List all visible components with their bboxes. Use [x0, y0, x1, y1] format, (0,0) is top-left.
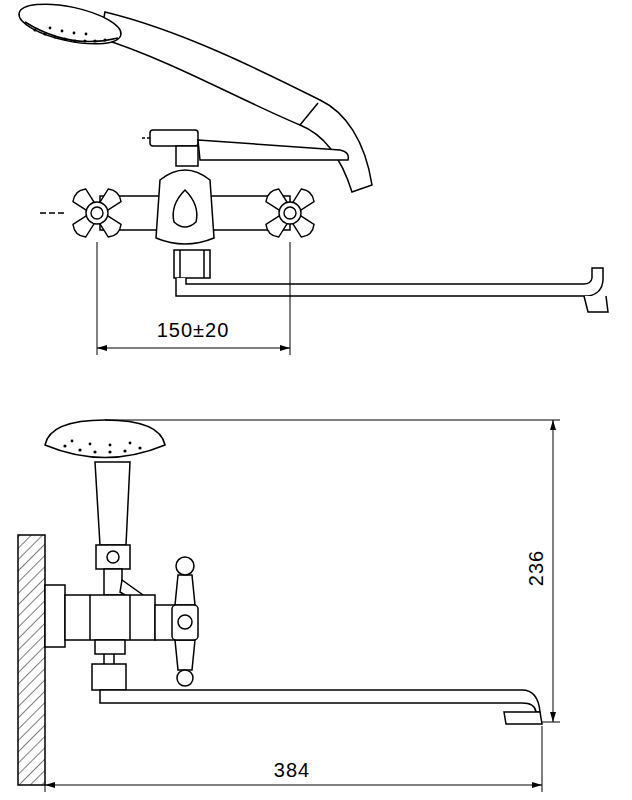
- spout-nut: [174, 250, 210, 278]
- dimension-label: 236: [525, 548, 547, 588]
- dimension-label: 150±20: [155, 319, 232, 341]
- side-view: [18, 420, 542, 785]
- diverter-lever: [198, 140, 348, 160]
- spout-nozzle: [504, 712, 542, 724]
- body-edge: [129, 595, 131, 640]
- shower-head: [45, 420, 165, 458]
- nut-link: [103, 654, 105, 664]
- shower-holder: [96, 545, 130, 569]
- handle-knob: [176, 557, 194, 575]
- handle-arm: [175, 575, 195, 605]
- shower-head-holes: [33, 27, 106, 43]
- front-view: [16, 0, 608, 312]
- dimension-384: [45, 726, 542, 792]
- spout-nozzle: [584, 296, 608, 312]
- body-neck: [95, 640, 125, 654]
- handle-arm: [175, 640, 195, 670]
- shower-handle: [100, 12, 372, 192]
- diverter-stem: [176, 146, 198, 166]
- nut-link: [113, 654, 115, 664]
- shower-holder: [150, 130, 198, 146]
- shower-handle: [95, 462, 130, 545]
- shower-handle-seam: [300, 103, 318, 125]
- handle-cap: [178, 615, 192, 629]
- diverter-stem: [104, 569, 122, 595]
- center-mark: [142, 137, 150, 139]
- center-body: [156, 170, 214, 244]
- nut-edge: [179, 250, 181, 278]
- body-edge: [89, 595, 91, 640]
- mixer-body: [65, 595, 155, 640]
- shower-head: [16, 0, 125, 51]
- nut-edge: [203, 250, 205, 278]
- spout-pipe: [176, 268, 603, 296]
- handle-knob: [177, 670, 193, 686]
- shower-head-face: [25, 22, 118, 42]
- center-mark: [40, 212, 64, 214]
- dimension-236: [105, 420, 560, 722]
- spout-pipe: [100, 690, 540, 712]
- dimension-150: [97, 242, 290, 355]
- dimension-label: 384: [272, 759, 312, 781]
- wall: [18, 535, 45, 785]
- shower-head-holes: [63, 440, 141, 454]
- spout-nut: [92, 664, 126, 690]
- center-loop: [173, 190, 197, 227]
- wall-flange: [45, 585, 65, 647]
- handle-hub: [172, 605, 198, 640]
- holder-pivot: [107, 551, 119, 563]
